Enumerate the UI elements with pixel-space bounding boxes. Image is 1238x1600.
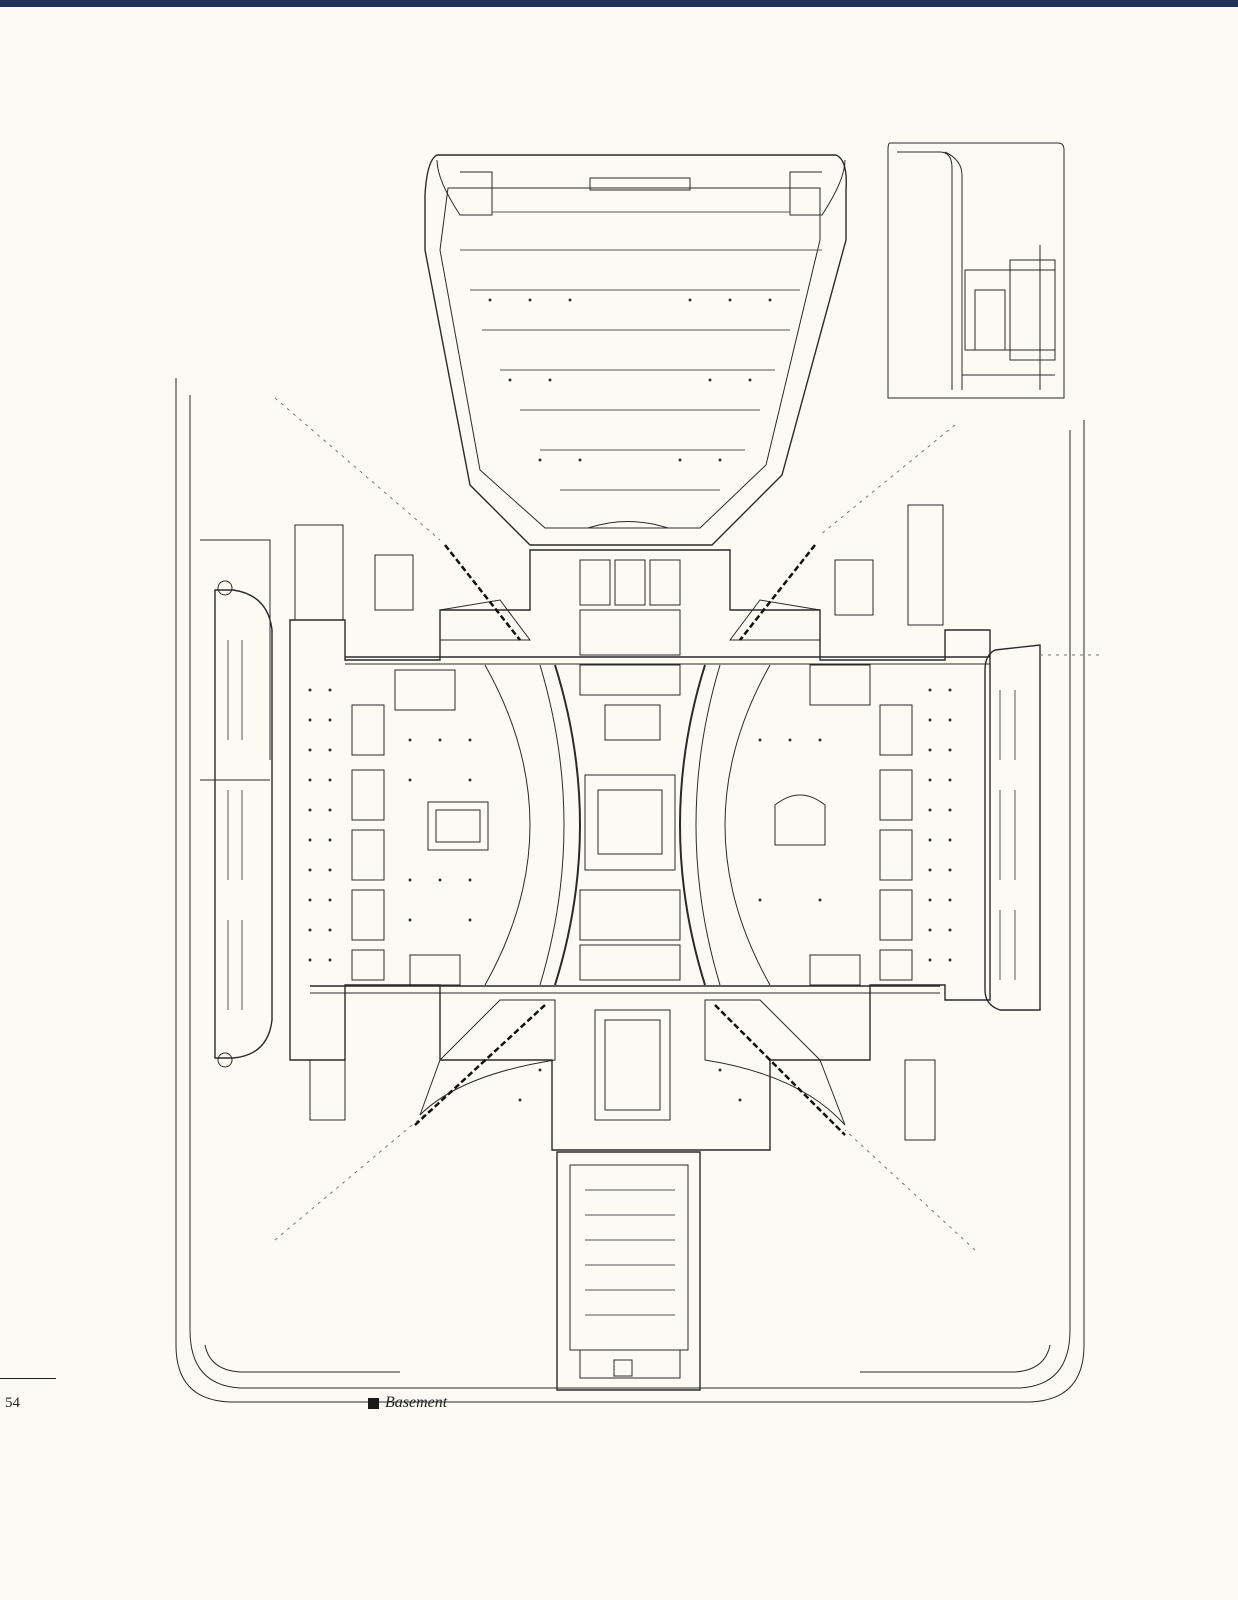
page-number: 54 bbox=[5, 1395, 20, 1411]
south-hall-inner bbox=[604, 1019, 661, 1111]
curve-west-wall bbox=[554, 664, 581, 986]
curve-east-wall bbox=[679, 664, 706, 986]
wing-nw bbox=[439, 599, 531, 641]
east-hall bbox=[724, 664, 771, 986]
parking-east bbox=[984, 644, 1041, 1011]
diagonal-walls bbox=[414, 544, 846, 1136]
core-plaza-inner bbox=[597, 789, 663, 855]
south-hall bbox=[594, 1009, 671, 1121]
parking-north-roof bbox=[589, 177, 691, 191]
core-north-block bbox=[604, 704, 661, 741]
block-sw bbox=[204, 1344, 400, 1373]
wing-se bbox=[704, 999, 846, 1126]
curve-west-wall-inner bbox=[539, 664, 565, 986]
site-diagonals bbox=[274, 397, 1100, 1251]
west-ramp-bottom bbox=[217, 1052, 233, 1068]
figure-caption: Basement bbox=[368, 1394, 447, 1412]
parking-south-entry bbox=[579, 1349, 681, 1379]
wing-sw bbox=[419, 999, 556, 1116]
west-ramp-top bbox=[217, 580, 233, 596]
parking-west bbox=[214, 589, 273, 1059]
parking-south-inner bbox=[569, 1164, 689, 1351]
block-nw bbox=[200, 539, 271, 781]
east-rooms bbox=[809, 664, 913, 986]
parking-wedge-north-inner bbox=[439, 187, 821, 529]
caption-square-icon bbox=[368, 1397, 379, 1409]
parking-ramp-left bbox=[436, 159, 493, 216]
parking-ramp-right bbox=[789, 159, 846, 216]
west-court bbox=[427, 801, 489, 851]
west-rooms bbox=[351, 669, 461, 986]
site-boundary bbox=[175, 378, 1085, 1403]
site-inner-boundary bbox=[189, 395, 1071, 1389]
block-se bbox=[860, 1344, 1051, 1373]
west-towers bbox=[294, 524, 414, 1121]
column-grid bbox=[308, 298, 952, 1102]
parking-rows-west bbox=[227, 640, 243, 1010]
parking-south bbox=[556, 1151, 701, 1391]
top-color-band bbox=[0, 0, 1238, 7]
parking-wedge-north bbox=[424, 154, 847, 546]
key-plan-inset bbox=[887, 142, 1065, 399]
building-outline bbox=[289, 549, 991, 1151]
core-plaza bbox=[584, 774, 676, 871]
parking-north-dropoff bbox=[587, 521, 669, 529]
east-towers bbox=[834, 504, 944, 1141]
wing-ne bbox=[729, 599, 821, 641]
parking-rows-east bbox=[999, 690, 1016, 980]
folio-rule bbox=[0, 1378, 56, 1379]
core-rooms bbox=[579, 559, 681, 981]
west-hall bbox=[484, 664, 531, 986]
curve-east-wall-inner bbox=[695, 664, 721, 986]
parking-south-gate bbox=[613, 1359, 633, 1377]
west-court-inner bbox=[435, 809, 481, 843]
parking-rows-south bbox=[585, 1189, 675, 1316]
parking-rows-north bbox=[460, 211, 822, 491]
east-stage bbox=[774, 794, 826, 846]
caption-text: Basement bbox=[385, 1394, 448, 1411]
